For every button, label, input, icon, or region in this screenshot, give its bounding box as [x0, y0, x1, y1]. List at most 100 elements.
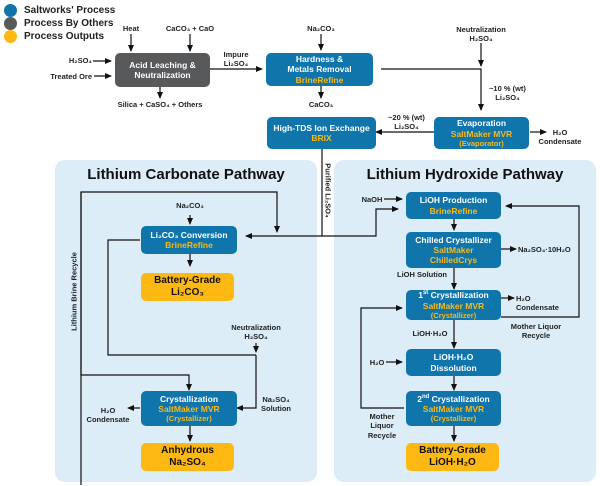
li2co3-conversion-box[interactable]: Li₂CO₃ Conversion BrineRefine	[141, 226, 237, 254]
battery-grade-li2co3-box[interactable]: Battery-Grade Li₂CO₃	[141, 273, 234, 301]
carbonate-cryst-product: SaltMaker MVR	[158, 404, 220, 414]
neutralization-top-label: Neutralization H₂SO₄	[451, 25, 511, 44]
second-cryst-sub: (Crystallizer)	[430, 414, 477, 424]
first-cryst-product: SaltMaker MVR	[422, 300, 485, 311]
chilled-line1: Chilled Crystallizer	[415, 234, 492, 245]
carbonate-condensate: Condensate	[86, 415, 130, 425]
mother-liquor-line2: Recycle	[521, 331, 551, 341]
evaporation-box[interactable]: Evaporation SaltMaker MVR (Evaporator)	[434, 117, 529, 149]
dissolution-box[interactable]: LiOH·H₂O Dissolution	[406, 349, 501, 376]
ten-pct-line1: ~10 % (wt)	[489, 84, 526, 93]
legend-label-saltworks: Saltworks' Process	[24, 4, 116, 16]
carbonate-neutralization-line2: H₂SO₄	[244, 332, 268, 342]
carbonate-neutralization-label: Neutralization H₂SO₄	[226, 323, 286, 342]
legend-dot-outputs	[4, 29, 17, 43]
legend-others: Process By Others	[4, 16, 114, 30]
li2co3-output-line1: Battery-Grade	[154, 275, 221, 286]
carbonate-h2o: H₂O	[100, 406, 116, 415]
evap-h2o: H₂O	[552, 128, 568, 137]
na2so4-output-line1: Anhydrous	[161, 445, 214, 456]
evaporation-product: SaltMaker MVR	[450, 128, 513, 139]
evaporation-sub: (Evaporator)	[459, 138, 504, 148]
mother-liquor-line1: Mother Liquor	[510, 322, 562, 331]
conversion-product: BrineRefine	[165, 240, 213, 250]
carbonate-na2co3-label: Na₂CO₃	[176, 201, 204, 210]
second-cryst-sup: nd	[422, 393, 430, 400]
carbonate-pathway-title: Lithium Carbonate Pathway	[87, 166, 285, 183]
chilled-product1: SaltMaker	[433, 244, 474, 255]
first-crystallization-box[interactable]: 1st Crystallization SaltMaker MVR (Cryst…	[406, 290, 501, 320]
na2so4-output-line2: Na₂SO₄	[169, 457, 206, 468]
lioh-solution-label: LiOH Solution	[397, 270, 447, 279]
first-cryst-sup: st	[422, 290, 429, 297]
carbonate-crystallization-box[interactable]: Crystallization SaltMaker MVR (Crystalli…	[141, 391, 237, 426]
impure-line1: Impure	[223, 50, 249, 59]
naoh-label: NaOH	[361, 195, 383, 204]
legend-label-outputs: Process Outputs	[24, 30, 105, 42]
first-condensate: Condensate	[516, 303, 559, 313]
legend-label-others: Process By Others	[24, 17, 114, 29]
ten-pct-label: ~10 % (wt) Li₂SO₄	[485, 84, 530, 103]
carbonate-pathway-panel	[55, 160, 317, 482]
chilled-crystallizer-box[interactable]: Chilled Crystallizer SaltMaker ChilledCr…	[406, 232, 501, 268]
legend-outputs: Process Outputs	[4, 29, 104, 43]
lithium-brine-recycle-label: Lithium Brine Recycle	[69, 252, 79, 331]
lioh-production-product: BrineRefine	[429, 205, 478, 216]
first-cryst-sub: (Crystallizer)	[430, 310, 477, 320]
lioh-h2o-label: LiOH·H₂O	[412, 329, 448, 338]
neutralization-top-line2: H₂SO₄	[469, 34, 493, 44]
legend-dot-others	[4, 16, 17, 30]
ion-exchange-product: BRIX	[311, 133, 332, 143]
second-cryst-text: Crystallization	[429, 393, 490, 404]
legend-saltworks: Saltworks' Process	[4, 3, 115, 17]
first-cryst-text: Crystallization	[428, 290, 489, 301]
caco3-cao-label: CaCO₃ + CaO	[165, 24, 215, 33]
mother-liquor-recycle-label: Mother Liquor Recycle	[506, 322, 566, 341]
acid-leaching-box[interactable]: Acid Leaching & Neutralization	[115, 53, 210, 87]
first-h2o: H₂O	[516, 294, 531, 303]
ml2-line2: Liquor	[370, 421, 394, 431]
evap-condensate-label: H₂O Condensate	[535, 128, 585, 147]
heat-label: Heat	[122, 24, 140, 33]
caco3-output-label: CaCO₃	[308, 100, 334, 109]
na2so4-solution-label: Na₂SO₄ Solution	[258, 395, 294, 414]
impure-line2: Li₂SO₄	[223, 59, 249, 69]
legend-dot-saltworks	[4, 3, 17, 17]
treated-ore-label: Treated Ore	[50, 72, 92, 81]
hardness-product: BrineRefine	[295, 74, 344, 85]
hardness-line1: Hardness &	[295, 54, 344, 65]
na2so4-solution-line1: Na₂SO₄	[262, 395, 290, 404]
ion-exchange-line1: High-TDS Ion Exchange	[273, 122, 370, 133]
chilled-product2: ChilledCrys	[429, 255, 478, 266]
acid-leaching-line1: Acid Leaching &	[129, 59, 196, 70]
dissolution-h2o-label: H₂O	[369, 358, 385, 367]
hardness-line2: Metals Removal	[287, 64, 352, 75]
second-cryst-line1: 2nd Crystallization	[417, 394, 489, 404]
evap-condensate: Condensate	[538, 137, 582, 147]
carbonate-condensate-label: H₂O Condensate	[86, 406, 130, 425]
twenty-pct-line2: Li₂SO₄	[394, 122, 419, 132]
decahydrate-label: Na₂SO₄·10H₂O	[518, 245, 571, 254]
battery-grade-lioh-box[interactable]: Battery-Grade LiOH·H₂O	[406, 443, 499, 471]
lioh-production-box[interactable]: LiOH Production BrineRefine	[406, 192, 501, 219]
hardness-removal-box[interactable]: Hardness & Metals Removal BrineRefine	[266, 53, 373, 86]
anhydrous-na2so4-box[interactable]: Anhydrous Na₂SO₄	[141, 443, 234, 471]
dissolution-line2: Dissolution	[430, 362, 477, 373]
neutralization-top-line1: Neutralization	[456, 25, 506, 34]
second-crystallization-box[interactable]: 2nd Crystallization SaltMaker MVR (Cryst…	[406, 391, 501, 426]
carbonate-neutralization-line1: Neutralization	[231, 323, 281, 332]
twenty-pct-line1: ~20 % (wt)	[388, 113, 425, 122]
dissolution-line1: LiOH·H₂O	[433, 352, 474, 363]
li2co3-output-line2: Li₂CO₃	[171, 287, 204, 298]
ion-exchange-box[interactable]: High-TDS Ion Exchange BRIX	[267, 117, 376, 149]
na2so4-solution-line2: Solution	[261, 404, 291, 414]
first-condensate-label: H₂O Condensate	[516, 294, 559, 313]
acid-leaching-line2: Neutralization	[134, 70, 191, 80]
ten-pct-line2: Li₂SO₄	[495, 93, 520, 103]
second-cryst-product: SaltMaker MVR	[422, 404, 485, 414]
lioh-production-line1: LiOH Production	[419, 195, 488, 206]
na2co3-top-label: Na₂CO₃	[307, 24, 335, 33]
first-cryst-line1: 1st Crystallization	[418, 290, 488, 300]
lioh-output-line1: Battery-Grade	[419, 445, 486, 456]
